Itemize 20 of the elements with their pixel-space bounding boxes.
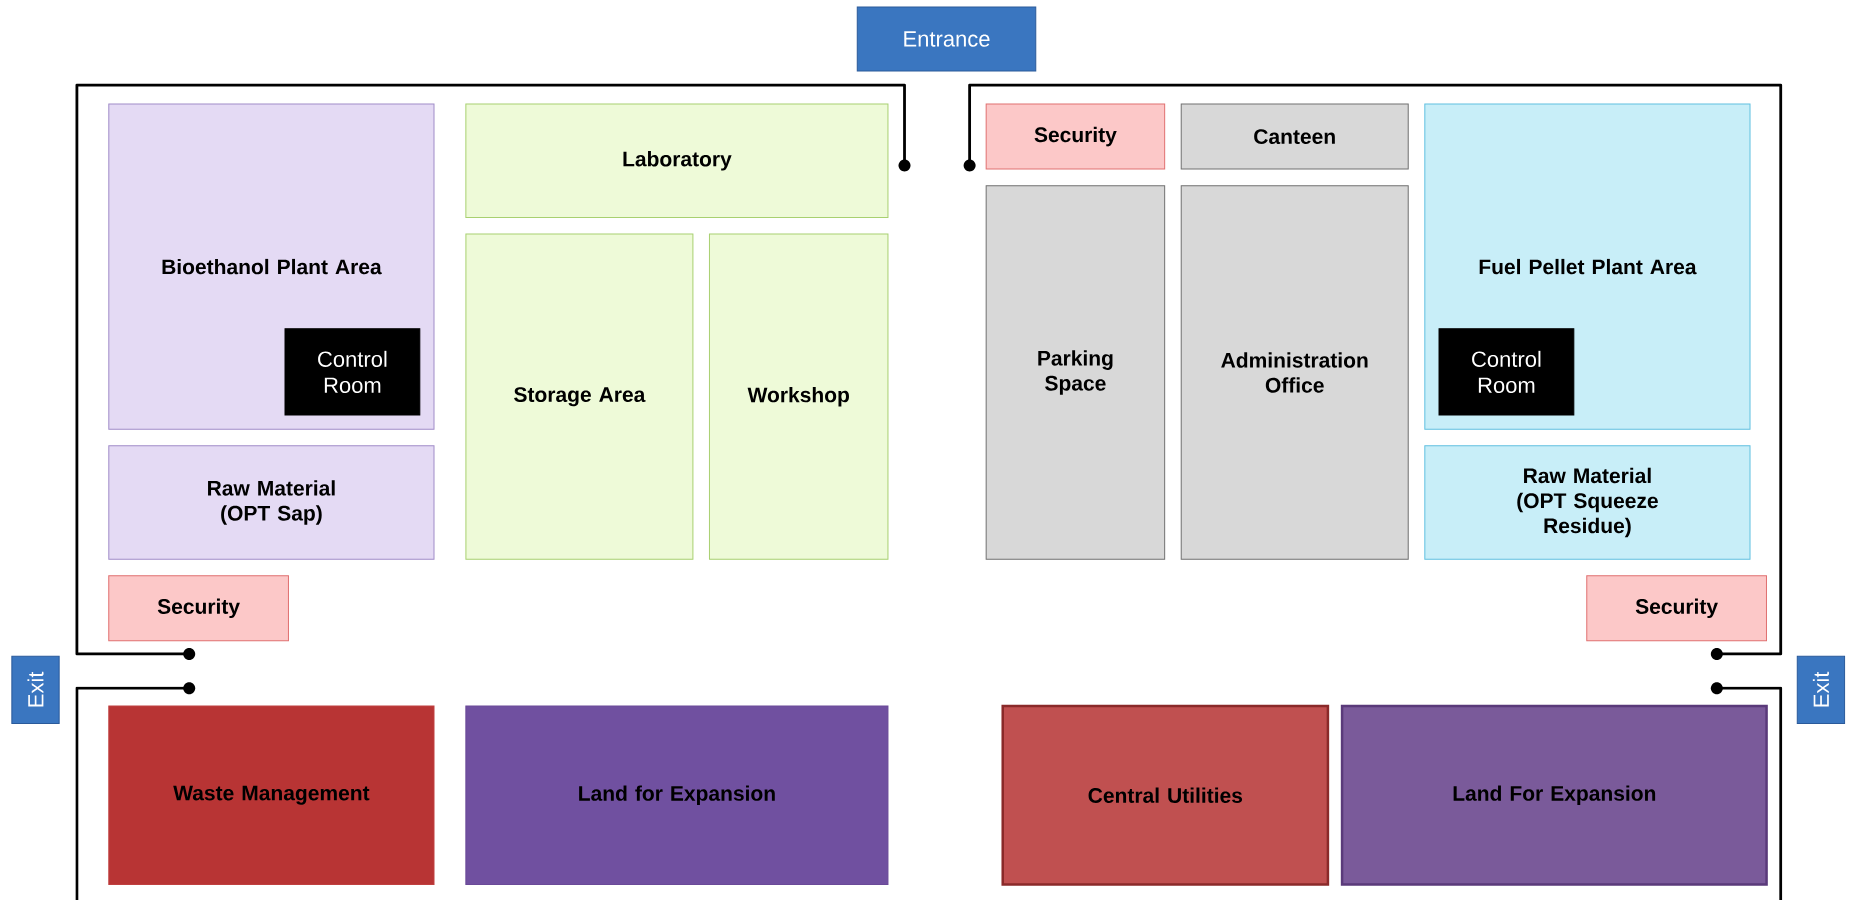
workshop-block: Workshop [708,233,889,560]
security-post: Security [985,103,1166,170]
raw-material-block: Raw Material (OPT Squeeze Residue) [1424,445,1751,560]
control-room: Control Room [284,328,421,416]
security-post: Security [1586,575,1767,642]
exit-sign: Exit [11,655,60,725]
control-room: Control Room [1438,328,1575,416]
raw-material-block: Raw Material (OPT Sap) [108,445,435,560]
laboratory-block: Laboratory [465,103,889,219]
canteen-block: Canteen [1180,103,1409,170]
office-block: Administration Office [1180,185,1409,560]
expansion-land: Land for Expansion [465,705,889,885]
parking-block: Parking Space [985,185,1166,560]
waste-block: Waste Management [108,705,435,885]
entrance-sign: Entrance [856,6,1037,72]
exit-sign: Exit [1796,655,1846,725]
storage-block: Storage Area [465,233,694,560]
security-post: Security [108,575,289,642]
expansion-land: Land For Expansion [1340,704,1768,886]
utilities-block: Central Utilities [1001,704,1330,886]
